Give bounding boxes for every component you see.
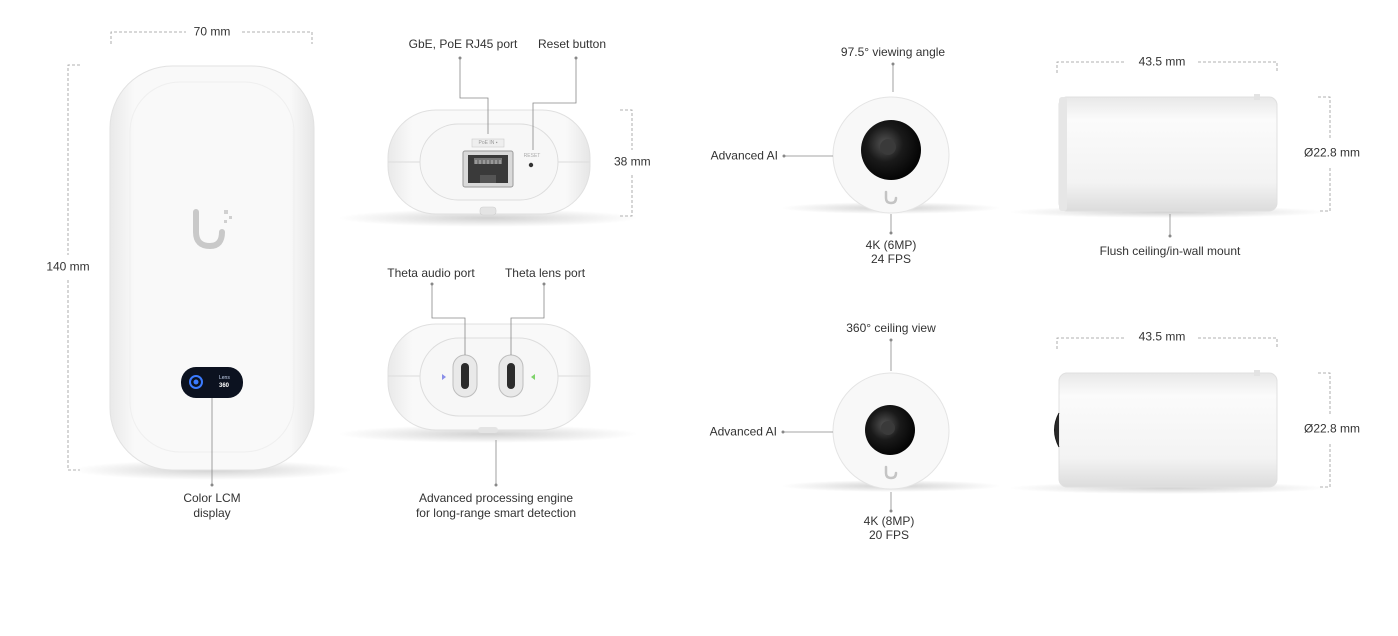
audio-port-label: Theta audio port: [387, 266, 475, 280]
hub-width-label: 70 mm: [193, 24, 231, 39]
lens-8mp-diameter-label: Ø22.8 mm: [1304, 421, 1361, 436]
ubiquiti-logo-icon: [884, 190, 898, 205]
lens-6mp-angle-label: 97.5° viewing angle: [840, 45, 946, 59]
lcd-text-line2: 360: [219, 383, 230, 389]
lens-8mp-length-label: 43.5 mm: [1138, 329, 1186, 344]
lens-6mp-length-label: 43.5 mm: [1138, 54, 1186, 69]
lens-port-label: Theta lens port: [504, 266, 586, 280]
hub-height-label: 140 mm: [46, 259, 90, 274]
lcd-ring-icon: [189, 375, 203, 389]
poe-port-tag: PoE IN ▪: [478, 140, 498, 146]
ubiquiti-logo-icon: [193, 209, 232, 250]
lens-6mp-side: [1008, 61, 1331, 238]
rj45-port-label: GbE, PoE RJ45 port: [408, 37, 518, 51]
lens-6mp-diameter-label: Ø22.8 mm: [1304, 145, 1361, 160]
lens-cylinder: [1058, 96, 1278, 212]
hub-front: [67, 31, 352, 487]
lens-indicator-icon: [531, 374, 535, 380]
display-label-line1: Color LCM: [183, 491, 241, 505]
usb-c-audio-port-icon: [452, 354, 478, 398]
reset-button-label: Reset button: [537, 37, 607, 51]
audio-indicator-icon: [442, 374, 446, 380]
lens-8mp-res-line1: 4K (8MP): [863, 514, 915, 528]
reset-button-icon: [528, 162, 534, 168]
display-label-line2: display: [193, 506, 231, 520]
lens-8mp-ai-label: Advanced AI: [709, 424, 777, 439]
engine-label-line2: for long-range smart detection: [415, 506, 577, 520]
lens-8mp-res-line2: 20 FPS: [868, 528, 910, 542]
lens-6mp-ai-label: Advanced AI: [710, 148, 778, 163]
lcm-display: [181, 367, 243, 398]
reset-tag: RESET: [523, 153, 541, 159]
lens-6mp-res-line2: 24 FPS: [870, 252, 912, 266]
rj45-port-icon: [462, 150, 514, 188]
lens-6mp-res-line1: 4K (6MP): [865, 238, 917, 252]
hub-bottom-view: [338, 282, 638, 487]
lcd-text-line1: Lens: [219, 375, 230, 381]
lens-8mp-front: [781, 338, 1001, 513]
mount-label: Flush ceiling/in-wall mount: [1099, 244, 1241, 258]
engine-label-line1: Advanced processing engine: [418, 491, 574, 505]
lens-cylinder: [1058, 372, 1278, 488]
lens-dome-icon: [1054, 412, 1060, 448]
usb-c-lens-port-icon: [498, 354, 524, 398]
hub-top-height-label: 38 mm: [614, 154, 651, 169]
lens-8mp-side: [1008, 337, 1331, 494]
ubiquiti-logo-icon: [884, 465, 898, 480]
hub-top-view: [338, 56, 638, 227]
lens-8mp-angle-label: 360° ceiling view: [846, 321, 936, 335]
lens-6mp-front: [781, 62, 1001, 235]
